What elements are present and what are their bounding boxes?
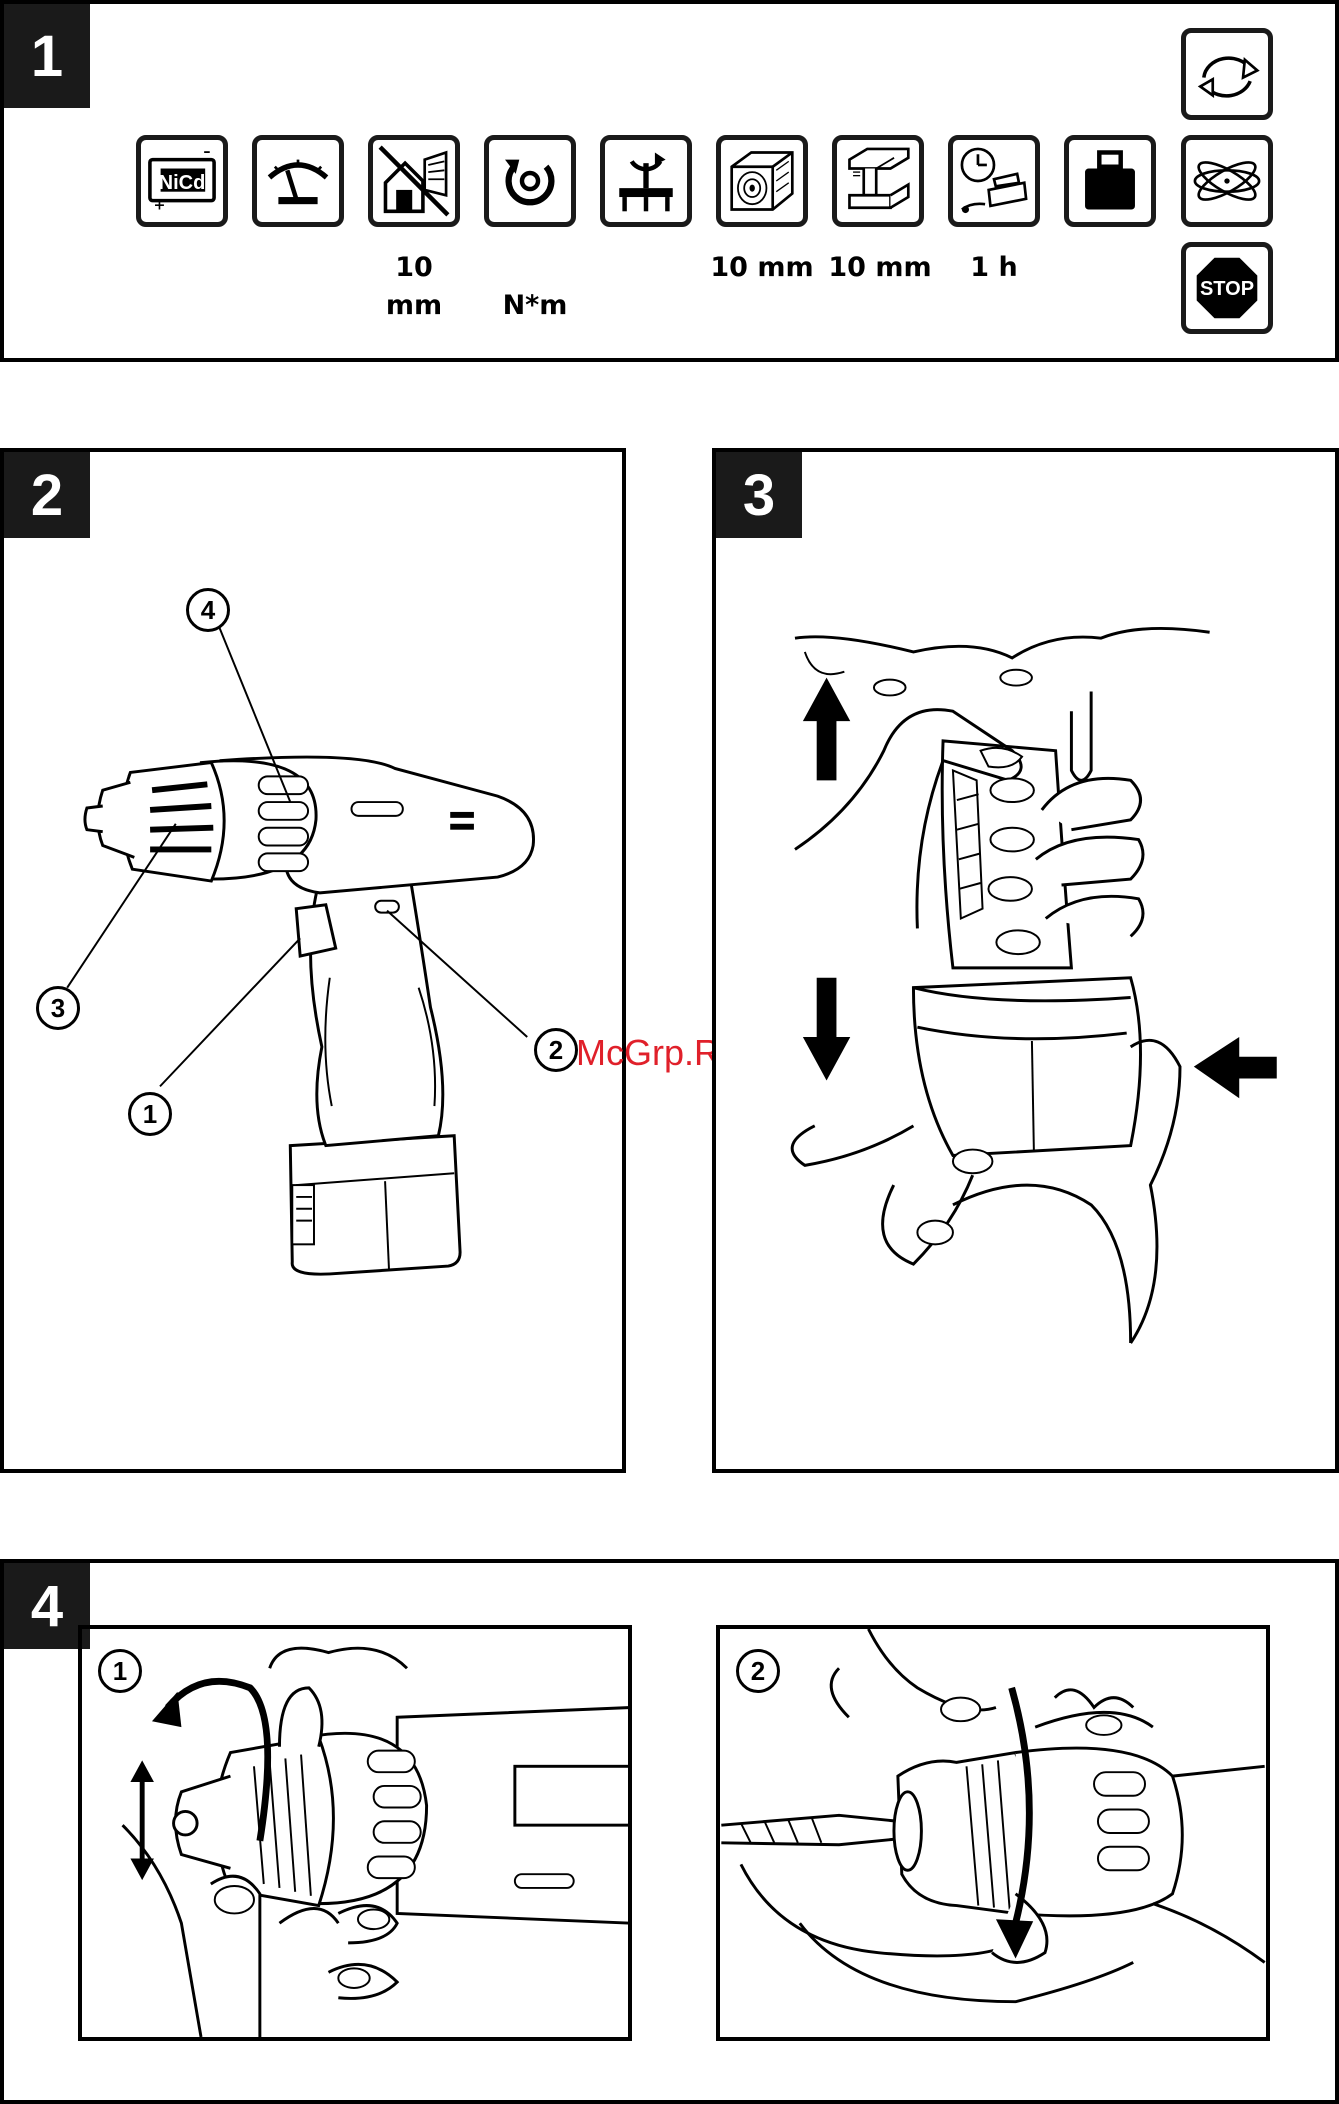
wood-icon [716, 135, 808, 227]
callout-4: 4 [186, 588, 230, 632]
stop-label: STOP [1186, 278, 1268, 301]
drilling-capacity-icon [368, 135, 460, 227]
chuck-opening-illustration [82, 1629, 628, 2037]
chuck-icon [600, 135, 692, 227]
callout-2: 2 [534, 1028, 578, 1072]
electronics-icon [1181, 135, 1273, 227]
charging-time-icon [948, 135, 1040, 227]
step-1-panel: 1 [78, 1625, 632, 2041]
section-1-frame: 1 + – NiCd [0, 0, 1339, 362]
torque-icon [484, 135, 576, 227]
battery-removal-illustration [716, 452, 1335, 1469]
spec-drill-capacity-unit: mm [368, 286, 460, 326]
spec-drill-capacity-value: 10 [368, 248, 460, 288]
step-2-callout: 2 [736, 1649, 780, 1693]
spec-torque-unit: N*m [484, 286, 586, 326]
nicd-label: NiCd [141, 172, 223, 195]
spec-steel-capacity: 10 mm [820, 248, 940, 288]
nicd-battery-icon: + – NiCd [136, 135, 228, 227]
section-4-frame: 4 [0, 1559, 1339, 2104]
rotation-reversal-icon [1181, 28, 1273, 120]
section-2-frame: 2 [0, 448, 626, 1473]
step-1-callout: 1 [98, 1649, 142, 1693]
bit-insertion-illustration [720, 1629, 1266, 2037]
svg-text:+: + [153, 198, 165, 214]
section-number: 1 [4, 4, 90, 108]
steel-beam-icon [832, 135, 924, 227]
cordless-drill-illustration [4, 452, 622, 1469]
callout-3: 3 [36, 986, 80, 1030]
callout-1: 1 [128, 1092, 172, 1136]
spec-charging-time: 1 h [948, 248, 1040, 288]
svg-text:–: – [203, 144, 210, 160]
section-3-frame: 3 [712, 448, 1339, 1473]
weight-icon [1064, 135, 1156, 227]
speedometer-icon [252, 135, 344, 227]
spec-wood-capacity: 10 mm [702, 248, 822, 288]
stop-sign-icon: STOP [1181, 242, 1273, 334]
step-2-panel: 2 [716, 1625, 1270, 2041]
